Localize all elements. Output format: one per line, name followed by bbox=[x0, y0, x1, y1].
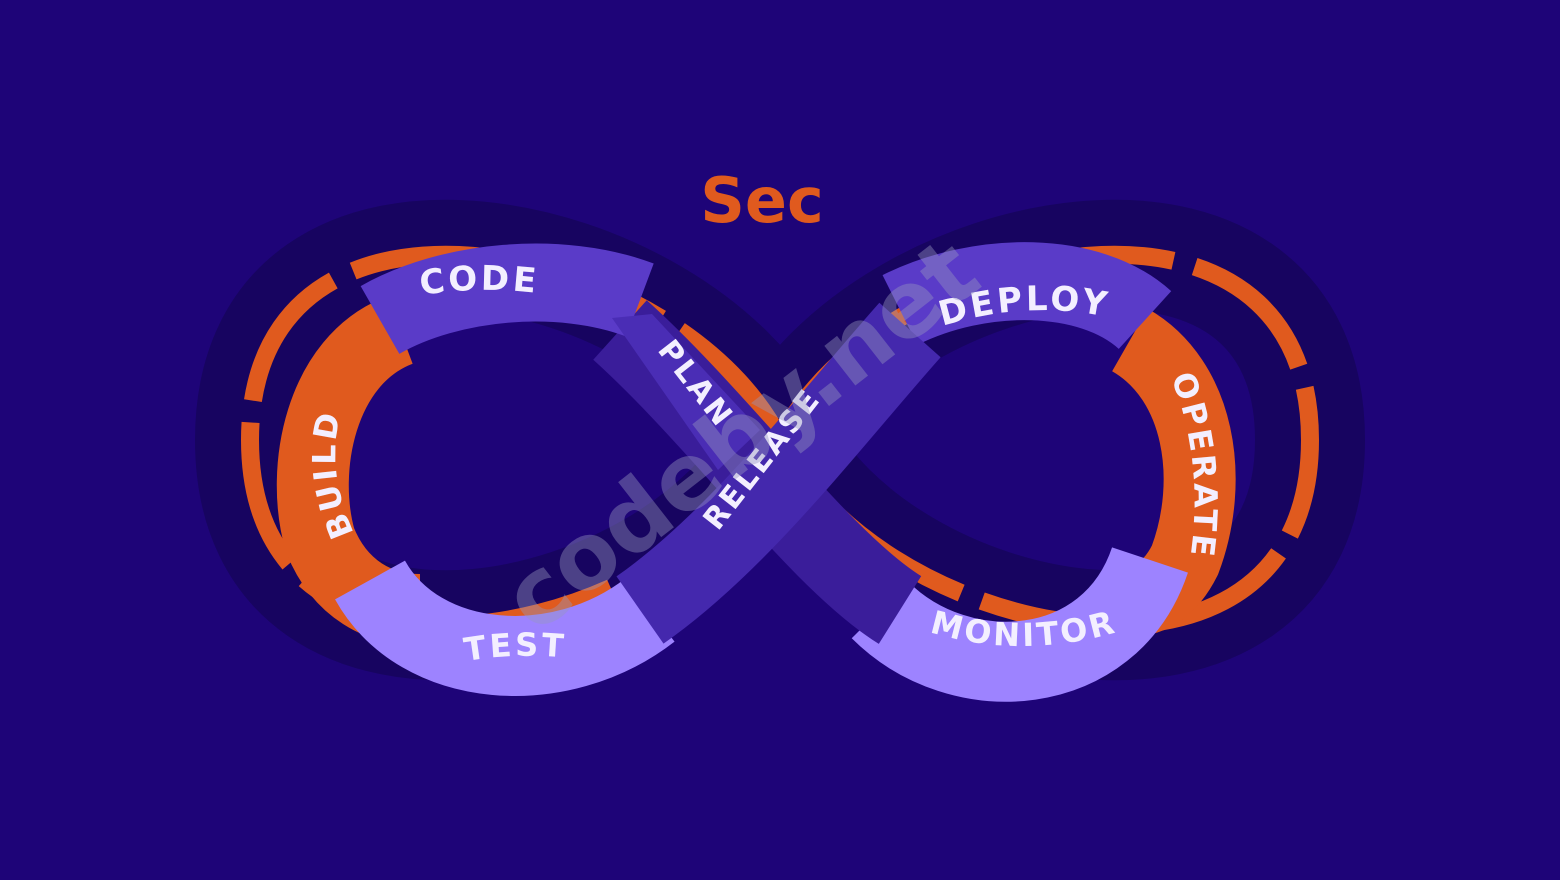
svg-text:TEST: TEST bbox=[461, 626, 567, 669]
code-segment bbox=[360, 243, 654, 355]
test-label: TEST bbox=[461, 626, 564, 669]
sec-title: Sec bbox=[700, 164, 823, 237]
plan-cross-band bbox=[616, 302, 941, 644]
plan-arrow-band bbox=[612, 314, 760, 470]
svg-text:CODE: CODE bbox=[417, 259, 541, 304]
monitor-segment bbox=[851, 545, 1188, 702]
code-label: CODE bbox=[417, 259, 538, 304]
deploy-segment bbox=[882, 242, 1172, 351]
test-segment bbox=[335, 558, 675, 696]
